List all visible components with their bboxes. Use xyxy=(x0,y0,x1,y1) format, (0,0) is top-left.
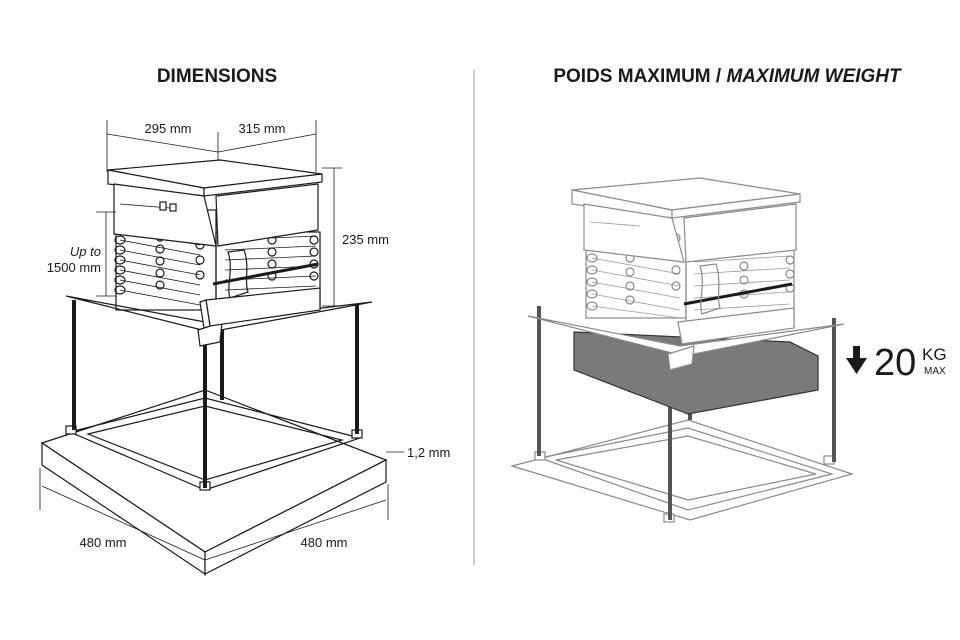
label-travel-line1: Up to xyxy=(70,244,101,259)
weight-top-housing-front-right xyxy=(671,193,801,219)
max-weight-title-en: MAXIMUM WEIGHT xyxy=(726,66,902,87)
max-weight-title-fr: POIDS MAXIMUM / xyxy=(553,66,726,87)
weight-mounting-frame-inner xyxy=(555,435,817,501)
dimension-lines xyxy=(39,120,404,576)
top-housing xyxy=(107,159,323,247)
weight-bottom-plate xyxy=(677,307,795,345)
weight-indicator: 20 KG MAX xyxy=(846,342,947,384)
label-travel-line2: 1500 mm xyxy=(47,260,101,275)
label-thickness: 1,2 mm xyxy=(407,445,450,460)
dimensions-title: DIMENSIONS xyxy=(157,66,277,87)
weight-value: 20 xyxy=(874,342,916,384)
weight-suffix: MAX xyxy=(924,366,946,377)
weight-unit: KG xyxy=(922,345,947,364)
dim-line-315 xyxy=(217,133,317,153)
weight-ceiling-plate xyxy=(509,419,855,521)
motor-box-right xyxy=(215,183,319,247)
ceiling-plate-top xyxy=(40,389,388,553)
scissor-rollers-right xyxy=(267,235,319,281)
motor-box-left xyxy=(113,183,217,247)
down-arrow-icon xyxy=(846,346,867,374)
bottom-plate-edge xyxy=(199,299,211,329)
load-box xyxy=(573,331,819,415)
mounting-frame-inner xyxy=(86,405,345,481)
top-housing-front-right xyxy=(203,173,323,197)
weight-mounting-frame xyxy=(537,427,835,511)
dim-line-480-right xyxy=(204,499,387,561)
weight-scissor-centre-link xyxy=(699,263,721,315)
weight-motor-box-left xyxy=(583,203,685,263)
label-width-295: 295 mm xyxy=(145,121,192,136)
dim-line-295 xyxy=(106,133,219,153)
max-weight-drawing xyxy=(509,177,855,523)
weight-motor-box-right xyxy=(683,203,797,263)
label-base-480-right: 480 mm xyxy=(301,535,348,550)
weight-scissor-arms-right xyxy=(693,255,791,311)
scissor-cross-bar xyxy=(212,262,319,286)
weight-lower-bracket-plate xyxy=(667,345,695,371)
motor-latch xyxy=(159,201,167,211)
weight-scissor-cross-bar xyxy=(683,282,793,306)
label-base-480-left: 480 mm xyxy=(80,535,127,550)
dimensions-drawing: 295 mm 315 mm 235 mm Up to 1500 mm 1,2 m… xyxy=(39,120,450,576)
weight-motor-shaft xyxy=(589,221,641,227)
max-weight-title: POIDS MAXIMUM / MAXIMUM WEIGHT xyxy=(553,66,902,87)
label-width-315: 315 mm xyxy=(239,121,286,136)
dim-line-480-left xyxy=(41,485,206,561)
motor-latch-2 xyxy=(169,203,177,212)
scissor-centre-link xyxy=(227,249,249,299)
label-height-235: 235 mm xyxy=(342,232,389,247)
